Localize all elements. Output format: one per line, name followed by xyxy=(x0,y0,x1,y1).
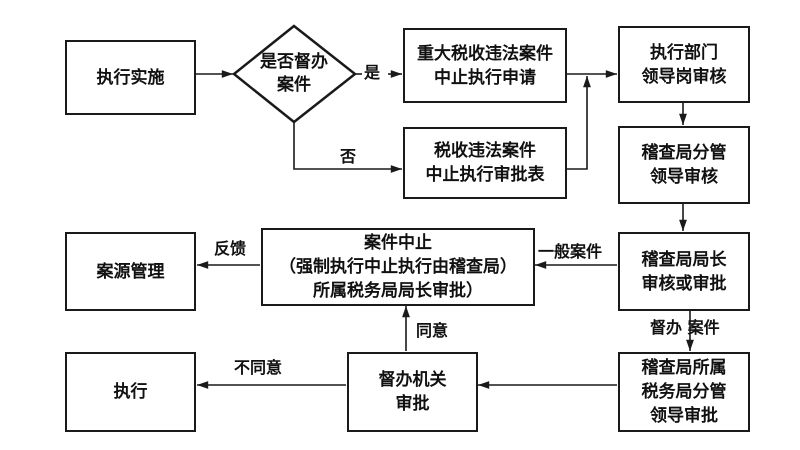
node-bureau-chief-line: 稽查局局长 xyxy=(641,249,727,270)
node-suspend-line: （强制执行中止执行由稽查局） xyxy=(279,257,517,277)
node-execute: 执行 xyxy=(65,352,196,432)
edge-label-general-case: 一般案件 xyxy=(538,242,603,261)
edge-label-disagree: 不同意 xyxy=(234,358,283,377)
node-decision-line: 是否督办 xyxy=(260,52,328,72)
node-case-source: 案源管理 xyxy=(65,232,196,311)
decision-diamond xyxy=(231,24,358,124)
node-start-line: 执行实施 xyxy=(96,67,165,88)
node-dept-review: 执行部门 领导岗审核 xyxy=(618,26,750,103)
node-bureau-deputy-review-line: 领导审核 xyxy=(650,167,718,187)
node-decision: 是否督办 案件 xyxy=(244,51,344,97)
node-approval-form-line: 税收违法案件 xyxy=(434,141,536,161)
node-major-apply: 重大税收违法案件 中止执行申请 xyxy=(403,28,567,103)
node-suspend-line: 案件中止 xyxy=(364,233,432,253)
node-supervisor-approval-line: 审批 xyxy=(395,394,430,414)
edge-label-yes: 是 xyxy=(364,63,381,82)
node-suspend-line: 所属税务局局长审批） xyxy=(313,281,483,301)
node-decision-line: 案件 xyxy=(277,75,311,95)
node-execute-line: 执行 xyxy=(113,382,148,402)
node-start: 执行实施 xyxy=(65,40,196,115)
edge-label-supervised-case: 督办 案件 xyxy=(650,318,720,337)
node-dept-review-line: 领导岗审核 xyxy=(641,66,727,87)
node-bureau-chief: 稽查局局长 审核或审批 xyxy=(618,232,750,311)
node-supervisor-approval: 督办机关 审批 xyxy=(347,352,478,432)
edge-label-no: 否 xyxy=(340,147,357,166)
node-tax-bureau-deputy-line: 税务局分管 xyxy=(641,382,727,402)
node-case-source-line: 案源管理 xyxy=(96,261,165,282)
node-supervisor-approval-line: 督办机关 xyxy=(378,370,447,390)
node-major-apply-line: 重大税收违法案件 xyxy=(417,43,553,64)
node-tax-bureau-deputy: 稽查局所属 税务局分管 领导审批 xyxy=(618,352,750,432)
node-approval-form: 税收违法案件 中止执行审批表 xyxy=(403,127,567,199)
node-tax-bureau-deputy-line: 稽查局所属 xyxy=(641,358,727,378)
node-tax-bureau-deputy-line: 领导审批 xyxy=(650,406,718,426)
node-bureau-deputy-review: 稽查局分管 领导审核 xyxy=(618,126,750,204)
edge-label-agree: 同意 xyxy=(416,321,449,340)
edge-label-feedback: 反馈 xyxy=(214,239,247,258)
edge-no-to-approval-form xyxy=(293,122,402,173)
node-bureau-chief-line: 审核或审批 xyxy=(641,273,727,294)
node-dept-review-line: 执行部门 xyxy=(650,42,718,63)
node-approval-form-line: 中止执行审批表 xyxy=(425,165,545,185)
node-major-apply-line: 中止执行申请 xyxy=(434,67,536,88)
edge-approval-form-to-merge xyxy=(567,76,591,170)
node-bureau-deputy-review-line: 稽查局分管 xyxy=(641,143,727,163)
node-suspend: 案件中止 （强制执行中止执行由稽查局） 所属税务局局长审批） xyxy=(261,228,535,306)
